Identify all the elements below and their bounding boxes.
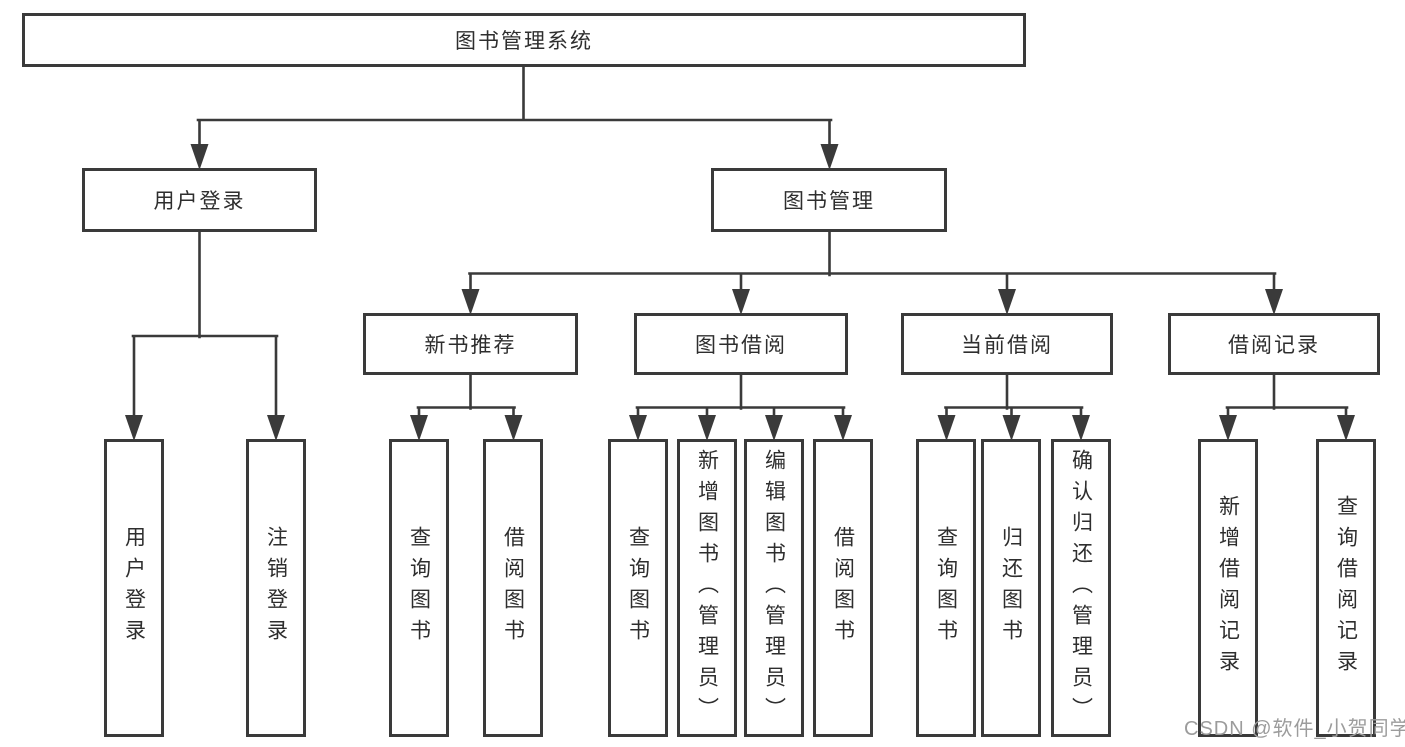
node-root-system: 图书管理系统 [22, 13, 1026, 67]
node-book-borrow: 图书借阅 [634, 313, 848, 375]
arrow-down-icon [698, 415, 716, 441]
arrow-down-icon [410, 415, 428, 441]
node-label: 用户登录 [153, 190, 246, 213]
node-book-management: 图书管理 [711, 168, 947, 232]
leaf-query-books-recommend: 查询图书 [389, 439, 449, 737]
node-label: 借阅记录 [1228, 334, 1320, 357]
leaf-label: 借阅图书 [501, 526, 525, 650]
leaf-label: 借阅图书 [831, 526, 855, 650]
node-label: 图书借阅 [695, 334, 787, 357]
arrow-down-icon [834, 415, 852, 441]
arrow-down-icon [820, 144, 839, 170]
leaf-label: 编辑图书（管理员） [762, 448, 786, 728]
leaf-label: 查询图书 [407, 526, 431, 650]
node-label: 图书管理系统 [455, 30, 593, 53]
leaf-borrow-books-recommend: 借阅图书 [483, 439, 543, 737]
node-new-book-recommend: 新书推荐 [363, 313, 578, 375]
node-label: 新书推荐 [424, 334, 517, 357]
leaf-label: 查询借阅记录 [1334, 495, 1358, 681]
arrow-down-icon [1337, 415, 1355, 441]
node-current-borrow: 当前借阅 [901, 313, 1113, 375]
node-label: 当前借阅 [961, 334, 1053, 357]
leaf-label: 新增图书（管理员） [695, 448, 719, 728]
leaf-label: 用户登录 [122, 526, 146, 650]
arrow-down-icon [765, 415, 783, 441]
arrow-down-icon [267, 415, 285, 441]
leaf-add-book-admin: 新增图书（管理员） [677, 439, 737, 737]
arrow-down-icon [125, 415, 143, 441]
leaf-borrow-books: 借阅图书 [813, 439, 873, 737]
leaf-label: 查询图书 [934, 526, 958, 650]
arrow-down-icon [1219, 415, 1237, 441]
leaf-return-book: 归还图书 [981, 439, 1041, 737]
leaf-query-books-current: 查询图书 [916, 439, 976, 737]
leaf-query-borrow-record: 查询借阅记录 [1316, 439, 1376, 737]
leaf-add-borrow-record: 新增借阅记录 [1198, 439, 1258, 737]
leaf-logout: 注销登录 [246, 439, 306, 737]
arrow-down-icon [1265, 289, 1283, 315]
arrow-down-icon [732, 289, 750, 315]
leaf-query-books-borrow: 查询图书 [608, 439, 668, 737]
arrow-down-icon [937, 415, 956, 441]
arrow-down-icon [504, 415, 523, 441]
leaf-label: 新增借阅记录 [1216, 495, 1240, 681]
arrow-down-icon [998, 289, 1016, 315]
leaf-edit-book-admin: 编辑图书（管理员） [744, 439, 804, 737]
leaf-label: 查询图书 [626, 526, 650, 650]
node-label: 图书管理 [783, 190, 875, 213]
arrow-down-icon [461, 289, 480, 315]
arrow-down-icon [190, 144, 209, 170]
arrow-down-icon [1002, 415, 1021, 441]
arrow-down-icon [1072, 415, 1090, 441]
node-user-login: 用户登录 [82, 168, 317, 232]
leaf-label: 归还图书 [999, 526, 1023, 650]
node-borrow-records: 借阅记录 [1168, 313, 1380, 375]
arrow-down-icon [629, 415, 647, 441]
arrowheads [125, 144, 1355, 441]
leaf-confirm-return-admin: 确认归还（管理员） [1051, 439, 1111, 737]
leaf-label: 注销登录 [264, 526, 288, 650]
watermark: CSDN @软件_小贺同学 [1184, 718, 1405, 740]
leaf-user-login: 用户登录 [104, 439, 164, 737]
leaf-label: 确认归还（管理员） [1069, 448, 1093, 728]
